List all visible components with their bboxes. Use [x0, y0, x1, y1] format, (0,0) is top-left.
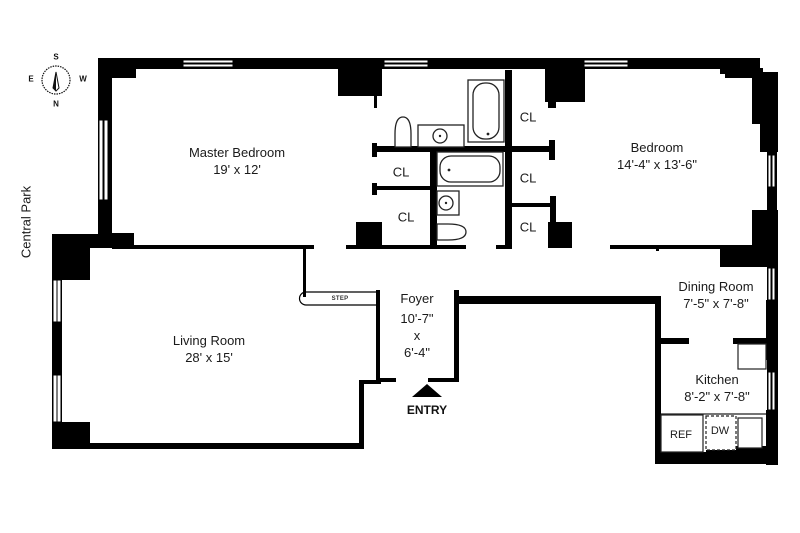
room-living-room: Living Room 28' x 15'	[173, 332, 245, 366]
room-dimensions-2: x	[413, 328, 421, 343]
room-dimensions-3: 6'-4"	[404, 345, 430, 360]
room-dimensions: 8'-2" x 7'-8"	[684, 389, 750, 404]
compass-south-label: S	[53, 52, 59, 62]
entry-arrow-icon	[412, 384, 442, 397]
closet-label: CL	[519, 170, 537, 186]
room-dimensions-1: 10'-7"	[400, 311, 434, 326]
exterior-walls	[52, 58, 778, 465]
entry-label: ENTRY	[406, 403, 448, 417]
dishwasher-label: DW	[710, 425, 730, 437]
room-dimensions: 7'-5" x 7'-8"	[683, 296, 749, 311]
room-name: Kitchen	[695, 372, 739, 387]
room-dimensions: 19' x 12'	[213, 162, 261, 177]
closet-label: CL	[392, 164, 410, 180]
room-name: Bedroom	[630, 140, 684, 155]
closet-label: CL	[397, 209, 415, 225]
kitchen-fixtures	[660, 343, 767, 453]
compass-north-label: N	[53, 99, 59, 109]
closet-label: CL	[519, 109, 537, 125]
street-label: Central Park	[18, 185, 34, 259]
refrigerator-label: REF	[670, 429, 692, 441]
step-label: STEP	[331, 296, 349, 302]
room-bedroom: Bedroom 14'-4" x 13'-6"	[617, 139, 697, 173]
room-master-bedroom: Master Bedroom 19' x 12'	[189, 144, 285, 178]
compass-icon	[41, 65, 71, 95]
room-name: Living Room	[172, 333, 246, 348]
room-dining-room: Dining Room 7'-5" x 7'-8"	[678, 278, 753, 312]
room-name: Dining Room	[678, 279, 754, 294]
compass-west-label: W	[79, 74, 87, 84]
windows	[52, 59, 776, 423]
room-name: Foyer	[400, 291, 434, 306]
room-foyer: Foyer 10'-7" x 6'-4"	[400, 290, 433, 361]
closet-label: CL	[519, 219, 537, 235]
step	[298, 291, 376, 306]
compass-east-label: E	[28, 74, 34, 84]
room-kitchen: Kitchen 8'-2" x 7'-8"	[684, 371, 750, 405]
interior-walls	[112, 70, 768, 464]
room-dimensions: 28' x 15'	[185, 350, 233, 365]
room-dimensions: 14'-4" x 13'-6"	[617, 157, 697, 172]
room-name: Master Bedroom	[188, 145, 286, 160]
